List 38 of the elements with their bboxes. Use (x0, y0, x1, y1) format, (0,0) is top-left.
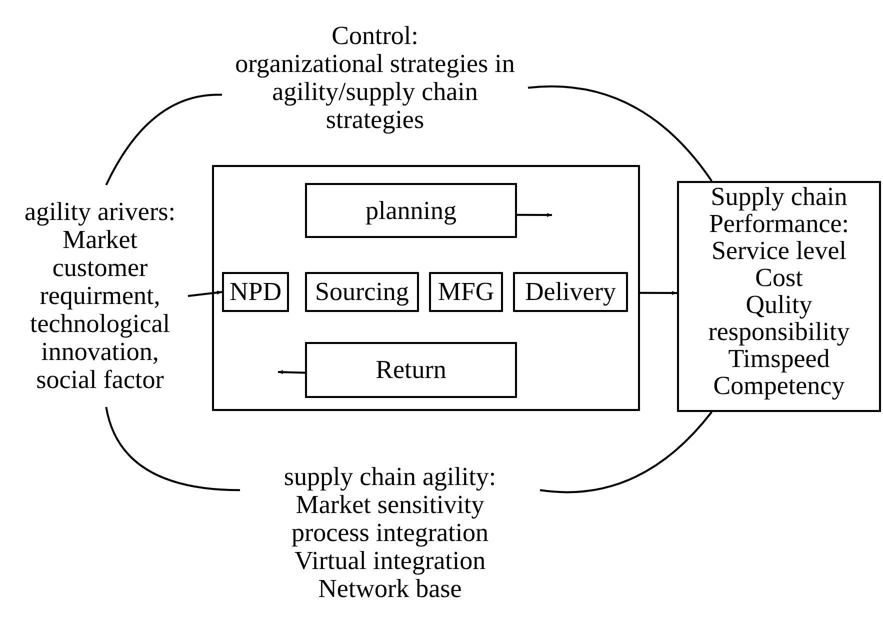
arrow (517, 212, 552, 217)
heading-text: supply chain agility: (284, 463, 496, 491)
process-box (513, 272, 628, 312)
arrow (188, 290, 222, 297)
body-text: Market sensitivity (296, 491, 484, 519)
box-label: Sourcing (315, 278, 409, 306)
body-text: Timspeed (728, 345, 830, 372)
box-label: planning (366, 196, 456, 224)
body-text: Qulity (746, 291, 812, 318)
heading-text: Control: (332, 22, 418, 50)
process-box (305, 183, 517, 238)
connector-curve (540, 411, 712, 494)
box-label: MFG (438, 278, 494, 306)
process-box (429, 272, 503, 312)
body-text: responsibility (708, 318, 850, 345)
process-box (305, 342, 517, 398)
body-text: Service level (712, 237, 846, 264)
connector-curve (528, 86, 712, 182)
body-text: process integration (291, 519, 489, 547)
body-text: Competency (713, 372, 845, 399)
heading-text: agility arivers: (24, 198, 176, 226)
performance-box (677, 181, 881, 412)
box-label: Delivery (525, 278, 616, 306)
body-text: Cost (755, 264, 803, 291)
process-box (305, 272, 419, 312)
body-text: organizational strategies in agility/supply chain strategies (234, 50, 516, 134)
arrow (640, 291, 677, 296)
connector-curve (105, 406, 240, 492)
body-text: Virtual integration (294, 547, 486, 575)
body-text: Network base (318, 575, 462, 603)
process-box (222, 272, 289, 312)
heading-text: Supply chain Performance: (708, 183, 850, 237)
body-text: Market customer requirment, technological innovation, social factor (30, 226, 172, 394)
box-label: Return (376, 356, 446, 384)
box-label: NPD (229, 278, 282, 306)
connector-curve (105, 94, 222, 186)
container-box (212, 165, 640, 411)
arrow (278, 370, 306, 374)
